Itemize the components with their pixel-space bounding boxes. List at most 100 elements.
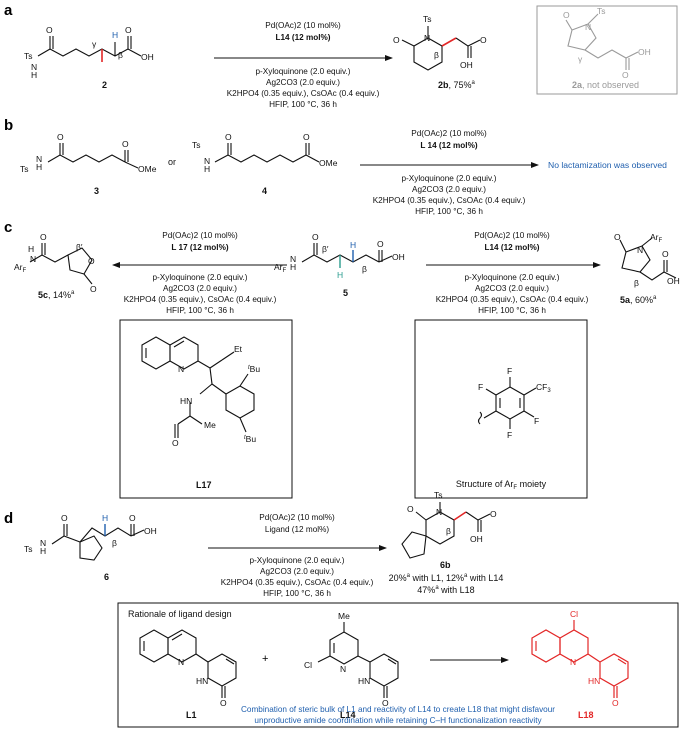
c-left-oxidant: p-Xyloquinone (2.0 equiv.) [153, 273, 248, 282]
o-label-2a-acid: O [622, 70, 629, 80]
section-label-b: b [4, 117, 13, 134]
substrate-3-structure [47, 143, 139, 169]
arf-label-5c: ArF [14, 262, 27, 274]
ome-label-4: OMe [319, 158, 338, 168]
nh-label-4: N [204, 156, 210, 166]
a-solvent: HFIP, 100 °C, 36 h [269, 100, 337, 109]
ts-label-4: Ts [192, 140, 201, 150]
o-label-l14: O [382, 698, 389, 708]
not-observed-box [536, 5, 678, 95]
ts-label-2b: Ts [423, 14, 432, 24]
cf3-label: CF3 [536, 382, 551, 394]
f-label-4: F [478, 382, 483, 392]
oh-label-2a: OH [638, 47, 651, 57]
nh-label-2: N [31, 62, 37, 72]
product-5a-label: 5a, 60%a [620, 295, 657, 305]
d-solvent: HFIP, 100 °C, 36 h [263, 589, 331, 598]
product-2b-structure [401, 26, 481, 71]
product-5c-label: 5c, 14%a [38, 290, 75, 300]
b-result: No lactamization was observed [548, 160, 667, 170]
c-right-solvent: HFIP, 100 °C, 36 h [478, 306, 546, 315]
b-base: K2HPO4 (0.35 equiv.), CsOAc (0.4 equiv.) [373, 196, 526, 205]
n-label-6b: N [436, 507, 442, 517]
tbu-label-2: tBu [244, 434, 256, 444]
beta-prime-5: β′ [322, 244, 329, 254]
o-label-5a-ring: O [614, 232, 621, 242]
rationale-box [117, 602, 679, 728]
f-label-2: F [534, 416, 539, 426]
o-label-l17: O [172, 438, 179, 448]
beta-label-2: β [118, 50, 123, 60]
section-label-d: d [4, 510, 13, 527]
d-silver: Ag2CO3 (2.0 equiv.) [260, 567, 334, 576]
o-label-4b: O [303, 132, 310, 142]
ts-label-2a: Ts [597, 6, 606, 16]
plus-sign: + [262, 653, 268, 665]
conclusion-line2: unproductive amide coordination while re… [254, 716, 542, 725]
compound-2-label: 2 [102, 80, 107, 90]
o-label-6b-acid: O [490, 509, 497, 519]
n-label-l1: N [178, 657, 184, 667]
ts-label-6: Ts [24, 544, 33, 554]
l14-label: L14 [340, 710, 356, 720]
compound-4-label: 4 [262, 186, 267, 196]
ome-label-3: OMe [138, 164, 157, 174]
o-label-2b-acid: O [480, 35, 487, 45]
arf-label-5a: ArF [650, 232, 663, 244]
l17-structure [141, 336, 255, 438]
h-label-6: H [40, 546, 46, 556]
section-label-a: a [4, 2, 13, 19]
beta-5a: β [634, 278, 639, 288]
beta-6b: β [446, 526, 451, 536]
product-5a-structure [619, 237, 677, 281]
c-left-solvent: HFIP, 100 °C, 36 h [166, 306, 234, 315]
a-base: K2HPO4 (0.35 equiv.), CsOAc (0.4 equiv.) [227, 89, 380, 98]
tbu-label-1: tBu [248, 364, 260, 374]
l18-label: L18 [578, 710, 594, 720]
me-label-l14: Me [338, 611, 350, 621]
o-label-5b: O [377, 239, 384, 249]
b-pd: Pd(OAc)2 (10 mol%) [411, 129, 487, 138]
product-2b-label: 2b, 75%a [438, 80, 476, 90]
n-label-5c: N [30, 254, 36, 264]
h-teal-5: H [337, 270, 343, 280]
c-left-ligand: L 17 (12 mol%) [171, 243, 228, 252]
n-label-l17: N [178, 364, 184, 374]
hn-label-l18: HN [588, 676, 600, 686]
substrate-2-structure [37, 36, 142, 62]
gamma-label-2: γ [92, 39, 97, 49]
cl-label-l18: Cl [570, 609, 578, 619]
c-left-silver: Ag2CO3 (2.0 equiv.) [163, 284, 237, 293]
oh-label-5a: OH [667, 276, 680, 286]
et-label-l17: Et [234, 344, 243, 354]
l17-label: L17 [196, 480, 212, 490]
gamma-label-2a: γ [578, 54, 583, 64]
oh-label-5: OH [392, 252, 405, 262]
l17-box [119, 319, 293, 499]
section-label-c: c [4, 219, 12, 236]
n-label-5: N [290, 254, 296, 264]
product-6b-label: 6b [440, 560, 451, 570]
compound-3-label: 3 [94, 186, 99, 196]
oh-label-2b: OH [460, 60, 473, 70]
b-silver: Ag2CO3 (2.0 equiv.) [412, 185, 486, 194]
o-label-l1: O [220, 698, 227, 708]
compound-5-label: 5 [343, 288, 348, 298]
or-label: or [168, 157, 176, 167]
d-ligand: Ligand (12 mol%) [265, 525, 329, 534]
h-label-4: H [204, 164, 210, 174]
c-right-ligand: L14 (12 mol%) [484, 243, 539, 252]
c-right-pd: Pd(OAc)2 (10 mol%) [474, 231, 550, 240]
hn-label-l1: HN [196, 676, 208, 686]
beta-6: β [112, 538, 117, 548]
o-label-2: O [46, 25, 53, 35]
o-carbonyl-5c: O [90, 284, 97, 294]
ts-label-2: Ts [24, 51, 33, 61]
o-label-5a: O [312, 232, 319, 242]
arf-caption: Structure of ArF moiety [456, 479, 547, 491]
o-label-4a: O [225, 132, 232, 142]
substrate-5-structure [301, 243, 393, 268]
h-label-2: H [31, 70, 37, 80]
oh-label-2: OH [141, 52, 154, 62]
